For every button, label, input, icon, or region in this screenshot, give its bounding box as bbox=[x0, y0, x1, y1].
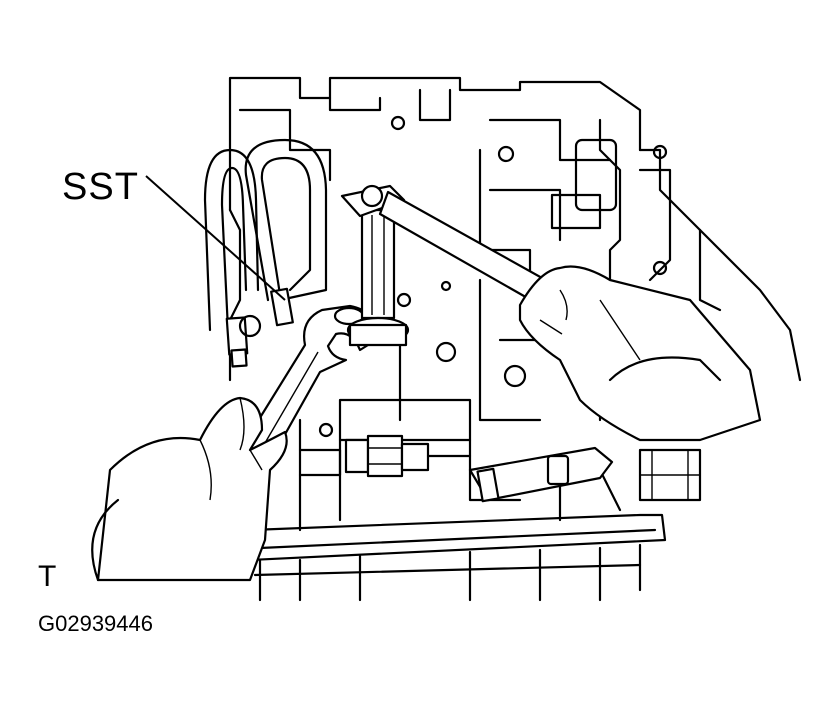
socket-wrench bbox=[340, 184, 570, 347]
right-hand bbox=[518, 265, 762, 442]
fluid-pipes bbox=[203, 138, 328, 368]
view-marker: T bbox=[38, 560, 57, 593]
connector bbox=[638, 448, 702, 502]
union-fittings bbox=[298, 422, 472, 478]
small-wrench bbox=[468, 446, 614, 503]
sst-leader-line bbox=[145, 175, 286, 301]
oil-pan bbox=[248, 398, 667, 602]
figure-id: G02939446 bbox=[38, 611, 153, 636]
left-hand bbox=[91, 396, 288, 582]
sst-label: SST bbox=[62, 166, 139, 208]
